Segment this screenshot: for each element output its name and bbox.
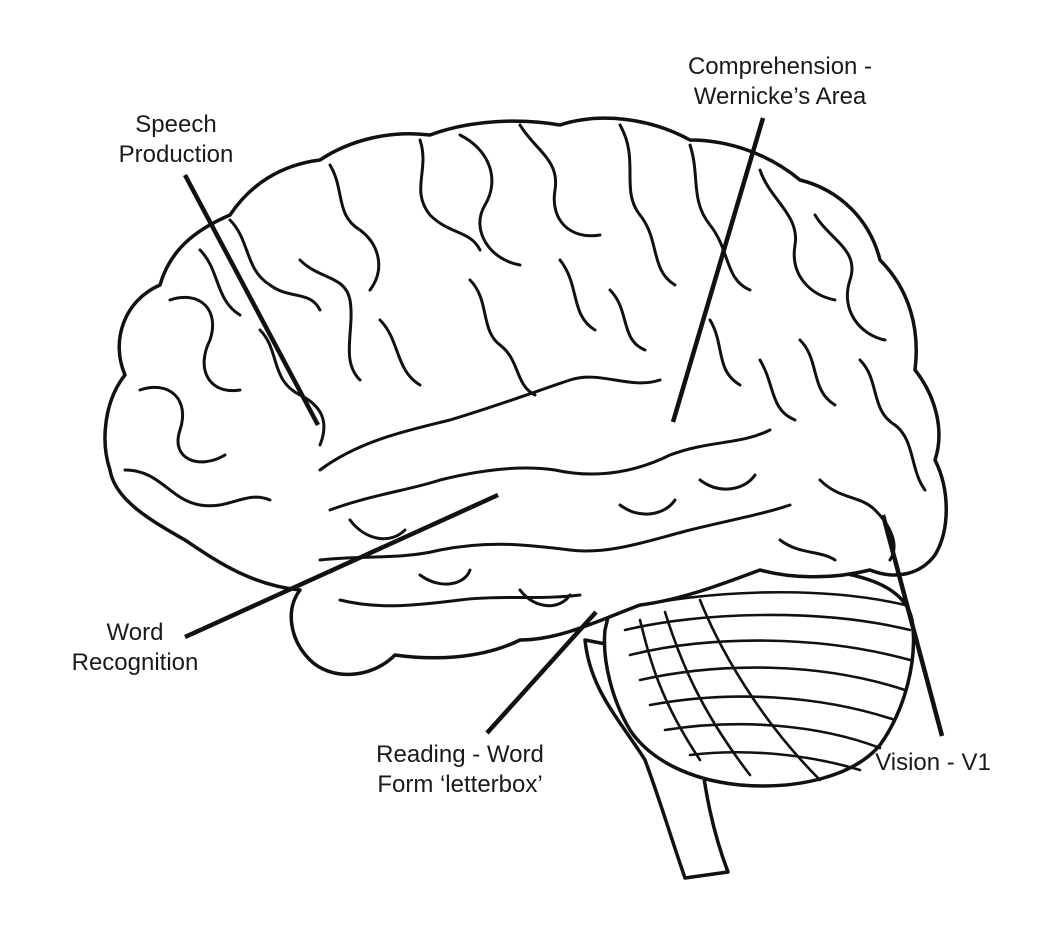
word-recognition-leader — [184, 492, 499, 640]
label-vision-v1: Vision - V1 — [875, 749, 991, 776]
cerebrum-gyri — [123, 123, 927, 608]
vision-leader — [880, 514, 945, 737]
label-wernickes-area: Comprehension - Wernicke’s Area — [687, 53, 873, 110]
speech-production-leader — [183, 173, 320, 427]
wernicke-leader — [670, 117, 766, 423]
label-reading-word-form: Reading - Word Form ‘letterbox’ — [376, 741, 544, 798]
label-word-recognition: Word Recognition — [71, 619, 199, 676]
label-speech-production: Speech Production — [118, 111, 234, 168]
reading-leader — [485, 610, 598, 735]
